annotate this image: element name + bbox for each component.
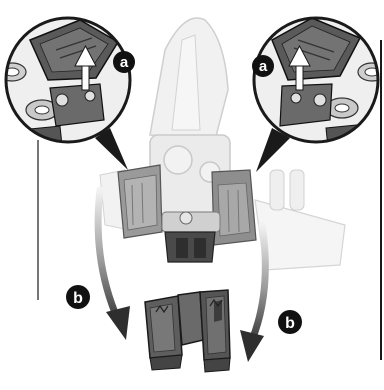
step-badge-b-right: b [278,310,302,334]
left-detail-callout: a [0,10,140,150]
waist-part [162,212,220,262]
curved-down-arrow-icon [240,225,265,362]
step-label-a-right: a [259,58,268,75]
left-arm-part [118,165,162,238]
right-arm-part [212,170,256,245]
step-label-a-left: a [120,54,129,71]
step-label-b-right: b [285,315,295,332]
step-badge-a-right: a [252,55,274,77]
step-badge-b-left: b [66,285,90,309]
right-detail-callout: a [250,10,384,150]
leg-parts [145,290,230,372]
step-badge-a-left: a [113,51,135,73]
step-label-b-left: b [73,290,83,307]
